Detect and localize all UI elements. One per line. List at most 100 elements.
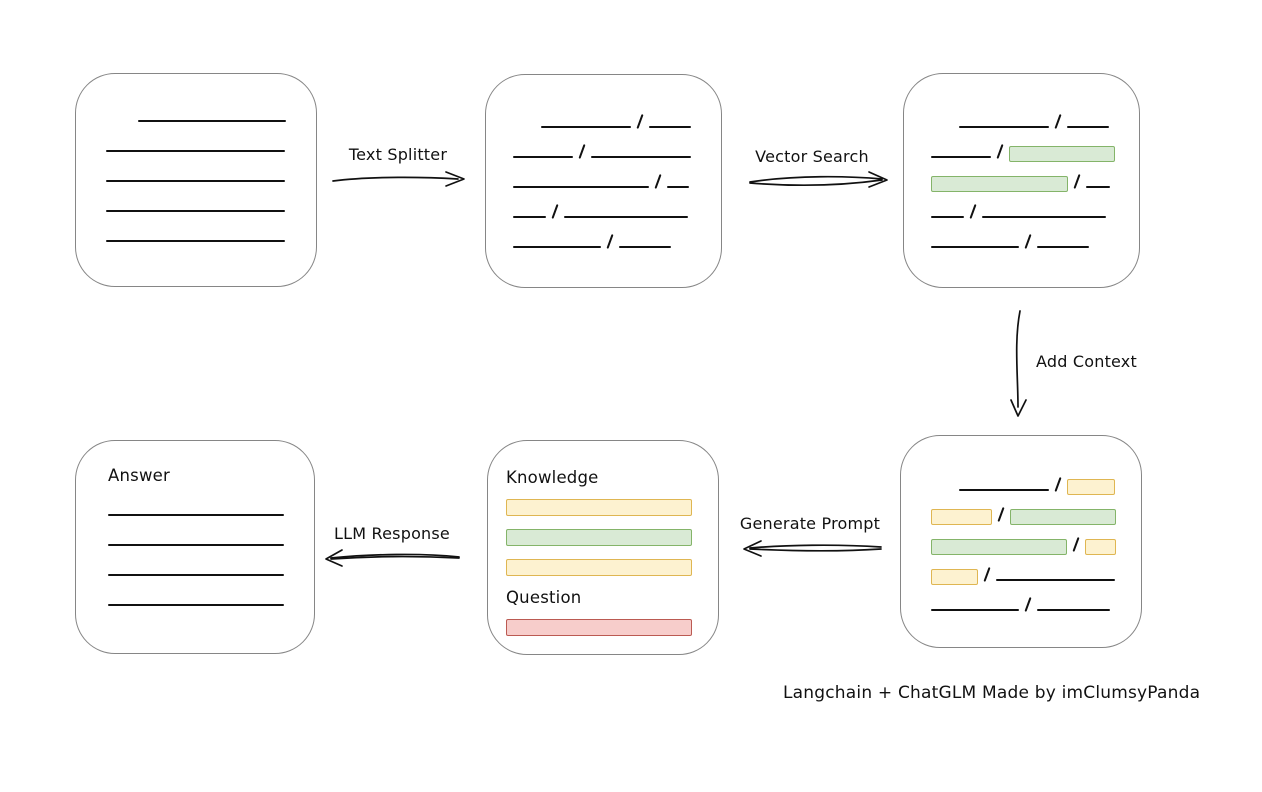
chunk-highlight-green <box>931 176 1068 192</box>
text-line <box>1067 126 1110 128</box>
source-document-row <box>106 182 287 212</box>
chunk-highlight-yellow <box>931 569 978 585</box>
text-line <box>108 574 284 576</box>
text-line <box>138 120 286 122</box>
context-chunks-row <box>931 461 1116 495</box>
answer-row: Answer <box>108 456 285 486</box>
text-line <box>931 246 1019 248</box>
text-line <box>649 126 692 128</box>
context-chunks-row <box>931 491 1116 525</box>
context-chunks-node <box>900 435 1142 648</box>
text-line <box>931 216 964 218</box>
vector-search-label: Vector Search <box>755 147 869 166</box>
text-chunks-content <box>513 98 695 249</box>
llm-response-label: LLM Response <box>334 524 450 543</box>
slash-separator <box>997 507 1005 522</box>
diagram-caption: Langchain + ChatGLM Made by imClumsyPand… <box>783 683 1201 703</box>
text-line <box>541 126 631 128</box>
chunk-highlight-green <box>1008 146 1115 162</box>
slash-separator <box>969 204 977 219</box>
slash-separator <box>1072 537 1080 552</box>
source-document-content <box>106 92 287 242</box>
context-chunks-row <box>931 521 1116 555</box>
prompt-row <box>506 548 696 578</box>
text-line <box>106 150 285 152</box>
slash-separator <box>578 144 586 159</box>
slash-separator <box>1054 114 1062 129</box>
retrieved-chunks-content <box>931 98 1115 249</box>
answer-node: Answer <box>75 440 315 654</box>
source-document-row <box>106 92 287 122</box>
answer-row <box>108 516 285 546</box>
text-line <box>959 126 1049 128</box>
text-line <box>106 210 285 212</box>
text-line <box>106 180 285 182</box>
context-chunks-row <box>931 581 1116 612</box>
chunk-highlight-yellow <box>931 509 993 525</box>
slash-separator <box>996 144 1004 159</box>
text-line <box>931 609 1019 611</box>
prompt-label: Knowledge <box>506 468 599 488</box>
retrieved-chunks-node <box>903 73 1140 288</box>
chunk-highlight-red <box>506 619 692 636</box>
text-line <box>619 246 672 248</box>
text-line <box>1037 246 1090 248</box>
text-line <box>931 156 991 158</box>
context-chunks-row <box>931 551 1116 585</box>
slash-separator <box>1054 477 1062 492</box>
answer-row <box>108 486 285 516</box>
prompt-row <box>506 608 696 638</box>
llm-response-arrow <box>325 549 460 567</box>
vector-search-arrow <box>749 171 888 188</box>
source-document-row <box>106 122 287 152</box>
text-splitter-arrow <box>332 171 465 187</box>
prompt-label: Question <box>506 588 582 608</box>
text-line <box>959 489 1049 491</box>
answer-row <box>108 546 285 576</box>
chunk-highlight-green <box>506 529 692 546</box>
add-context-arrow <box>1010 310 1027 417</box>
text-line <box>591 156 692 158</box>
chunk-highlight-yellow <box>506 559 692 576</box>
text-line <box>108 544 284 546</box>
prompt-row <box>506 518 696 548</box>
retrieved-chunks-row <box>931 188 1115 219</box>
text-splitter-label: Text Splitter <box>348 145 448 164</box>
text-chunks-row <box>513 218 695 249</box>
source-document-row <box>106 212 287 242</box>
text-line <box>667 186 690 188</box>
slash-separator <box>606 234 614 249</box>
slash-separator <box>1073 174 1081 189</box>
text-chunks-row <box>513 188 695 219</box>
prompt-row: Question <box>506 578 696 608</box>
text-line <box>513 186 649 188</box>
text-line <box>1037 609 1111 611</box>
source-document-node <box>75 73 317 287</box>
retrieved-chunks-row <box>931 158 1115 192</box>
text-line <box>513 246 601 248</box>
retrieved-chunks-row <box>931 218 1115 249</box>
generate-prompt-arrow <box>743 540 882 557</box>
text-line <box>108 514 284 516</box>
add-context-label: Add Context <box>1036 352 1137 371</box>
text-line <box>996 579 1116 581</box>
chunk-highlight-yellow <box>506 499 692 516</box>
chunk-highlight-yellow <box>1085 539 1116 555</box>
answer-content: Answer <box>108 456 285 606</box>
text-line <box>513 156 573 158</box>
text-chunks-row <box>513 98 695 129</box>
slash-separator <box>1024 234 1032 249</box>
slash-separator <box>636 114 644 129</box>
chunk-highlight-green <box>931 539 1068 555</box>
prompt-row <box>506 488 696 518</box>
text-line <box>982 216 1107 218</box>
slash-separator <box>654 174 662 189</box>
text-line <box>1086 186 1111 188</box>
text-chunks-row <box>513 128 695 159</box>
slash-separator <box>551 204 559 219</box>
retrieved-chunks-row <box>931 128 1115 162</box>
context-chunks-content <box>931 461 1116 612</box>
